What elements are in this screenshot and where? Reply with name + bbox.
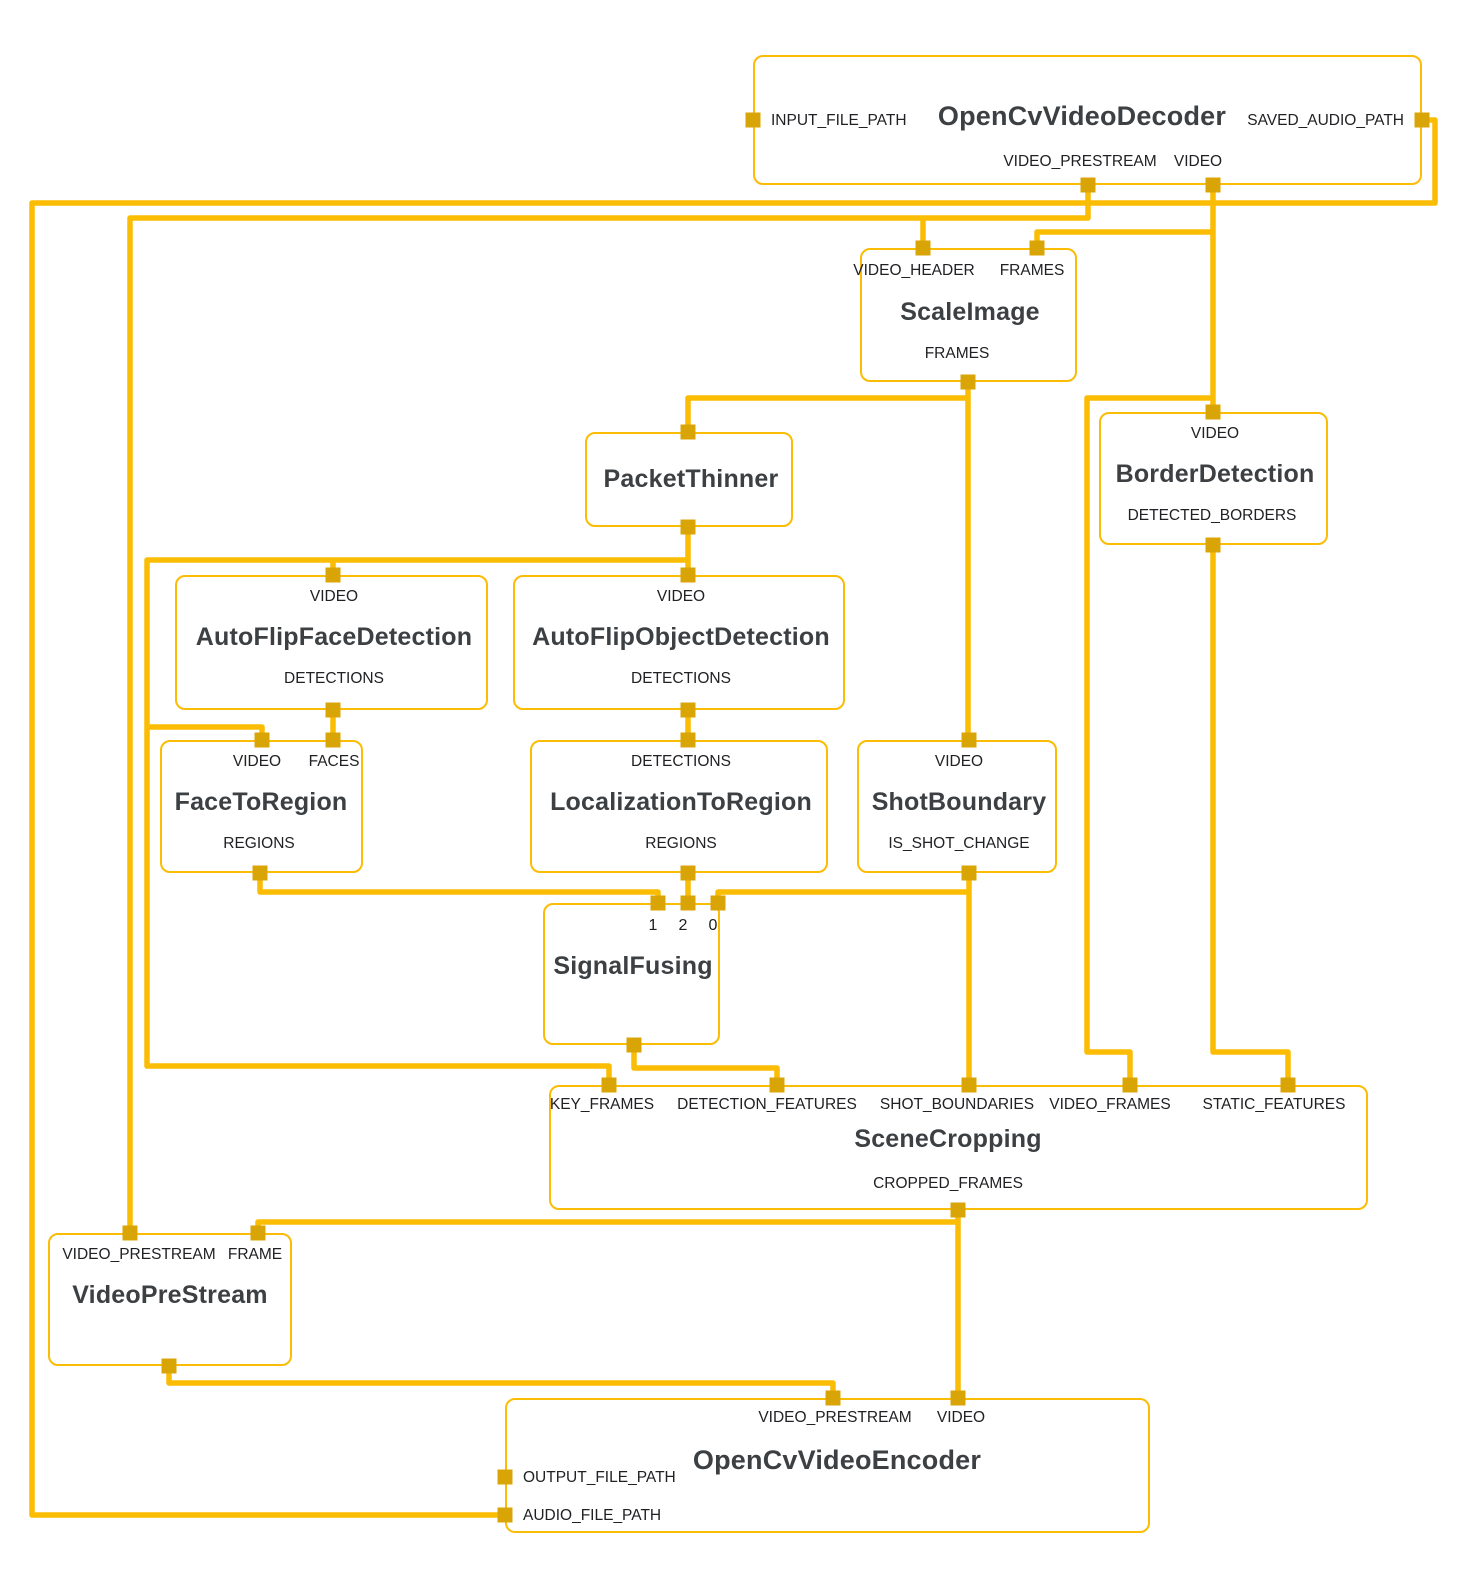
port-label-video-in: VIDEO <box>309 588 359 605</box>
edge-face-regions-to-signalfusing[interactable] <box>257 873 661 903</box>
port-label-video-out: VIDEO <box>1173 153 1223 170</box>
node-autoflip-face-detection[interactable]: VIDEO AutoFlipFaceDetection DETECTIONS <box>175 575 488 710</box>
port-label-input-0: 0 <box>708 917 718 934</box>
node-signal-fusing[interactable]: 1 2 0 SignalFusing <box>543 903 720 1045</box>
node-localization-to-region[interactable]: DETECTIONS LocalizationToRegion REGIONS <box>530 740 828 873</box>
edge-scaled-to-packetthinner[interactable] <box>685 395 968 432</box>
port-label-video-in: VIDEO <box>936 1409 986 1426</box>
port-label-video-in: VIDEO <box>232 753 282 770</box>
port-label-frames-out: FRAMES <box>924 345 990 362</box>
node-title-scene-cropping: SceneCropping <box>854 1125 1042 1153</box>
edge-video-raw-to-scaleimage[interactable] <box>1034 229 1213 248</box>
node-scene-cropping[interactable]: KEY_FRAMES DETECTION_FEATURES SHOT_BOUND… <box>549 1085 1368 1210</box>
port-label-detections-out: DETECTIONS <box>284 670 384 687</box>
port-label-static-features: STATIC_FEATURES <box>1202 1096 1346 1113</box>
node-title-autoflip-object-detection: AutoFlipObjectDetection <box>532 623 830 651</box>
port-label-key-frames: KEY_FRAMES <box>549 1096 655 1113</box>
node-border-detection[interactable]: VIDEO BorderDetection DETECTED_BORDERS <box>1099 412 1328 545</box>
port-label-video-prestream-out: VIDEO_PRESTREAM <box>1003 153 1157 170</box>
node-title-face-to-region: FaceToRegion <box>174 788 348 816</box>
node-title-localization-to-region: LocalizationToRegion <box>550 788 812 816</box>
node-video-pre-stream[interactable]: VIDEO_PRESTREAM FRAME VideoPreStream <box>48 1233 292 1366</box>
port-label-input-file-path: INPUT_FILE_PATH <box>771 112 907 129</box>
edge-borders-to-static-features[interactable] <box>1210 545 1291 1085</box>
node-title-packet-thinner: PacketThinner <box>603 465 779 493</box>
port-label-detections-in: DETECTIONS <box>631 753 731 770</box>
port-label-input-1: 1 <box>648 917 658 934</box>
edge-outputheader-to-encoder[interactable] <box>166 1366 836 1398</box>
node-packet-thinner[interactable]: PacketThinner <box>585 432 793 527</box>
node-scale-image[interactable]: VIDEO_HEADER FRAMES ScaleImage FRAMES <box>853 248 1077 382</box>
node-title-border-detection: BorderDetection <box>1115 460 1315 488</box>
port-label-input-2: 2 <box>678 917 688 934</box>
port-label-detections-out: DETECTIONS <box>631 670 731 687</box>
port-label-frames-in: FRAMES <box>999 262 1065 279</box>
edge-shotchange-to-signalfusing[interactable] <box>715 889 969 903</box>
node-title-scale-image: ScaleImage <box>900 298 1040 326</box>
edge-cropped-to-videoprestream[interactable] <box>255 1219 958 1233</box>
node-autoflip-object-detection[interactable]: VIDEO AutoFlipObjectDetection DETECTIONS <box>513 575 845 710</box>
node-face-to-region[interactable]: VIDEO FACES FaceToRegion REGIONS <box>160 740 363 873</box>
port-label-regions-out: REGIONS <box>645 835 717 852</box>
port-label-frame-in: FRAME <box>227 1246 283 1263</box>
port-label-is-shot-change: IS_SHOT_CHANGE <box>888 835 1030 852</box>
node-title-opencv-video-encoder: OpenCvVideoEncoder <box>692 1445 982 1475</box>
port-label-audio-file-path: AUDIO_FILE_PATH <box>523 1507 662 1524</box>
port-label-faces-in: FACES <box>308 753 360 770</box>
node-title-signal-fusing: SignalFusing <box>553 952 713 980</box>
port-label-regions-out: REGIONS <box>223 835 295 852</box>
port-label-video-prestream-in: VIDEO_PRESTREAM <box>62 1246 216 1263</box>
port-label-video-in: VIDEO <box>934 753 984 770</box>
node-opencv-video-decoder[interactable]: INPUT_FILE_PATH OpenCvVideoDecoder SAVED… <box>753 55 1422 185</box>
node-title-shot-boundary: ShotBoundary <box>871 788 1047 816</box>
node-title-video-pre-stream: VideoPreStream <box>72 1281 268 1309</box>
node-title-opencv-video-decoder: OpenCvVideoDecoder <box>937 101 1227 131</box>
port-label-video-header: VIDEO_HEADER <box>853 262 975 279</box>
port-label-detected-borders: DETECTED_BORDERS <box>1127 507 1297 524</box>
edge-salient-to-detection-features[interactable] <box>631 1045 780 1085</box>
edge-downsampled-to-facetoregion[interactable] <box>147 724 265 740</box>
port-label-video-frames: VIDEO_FRAMES <box>1049 1096 1171 1113</box>
port-label-video-in: VIDEO <box>1190 425 1240 442</box>
port-label-video-in: VIDEO <box>656 588 706 605</box>
port-label-saved-audio-path: SAVED_AUDIO_PATH <box>1247 112 1404 129</box>
port-label-shot-boundaries: SHOT_BOUNDARIES <box>879 1096 1035 1113</box>
port-label-cropped-frames: CROPPED_FRAMES <box>873 1175 1023 1192</box>
port-label-video-prestream-in: VIDEO_PRESTREAM <box>758 1409 912 1426</box>
node-title-autoflip-face-detection: AutoFlipFaceDetection <box>195 623 473 651</box>
node-shot-boundary[interactable]: VIDEO ShotBoundary IS_SHOT_CHANGE <box>857 740 1057 873</box>
port-label-detection-features: DETECTION_FEATURES <box>677 1096 857 1113</box>
node-opencv-video-encoder[interactable]: VIDEO_PRESTREAM VIDEO OpenCvVideoEncoder… <box>505 1398 1150 1533</box>
port-label-output-file-path: OUTPUT_FILE_PATH <box>523 1469 676 1486</box>
